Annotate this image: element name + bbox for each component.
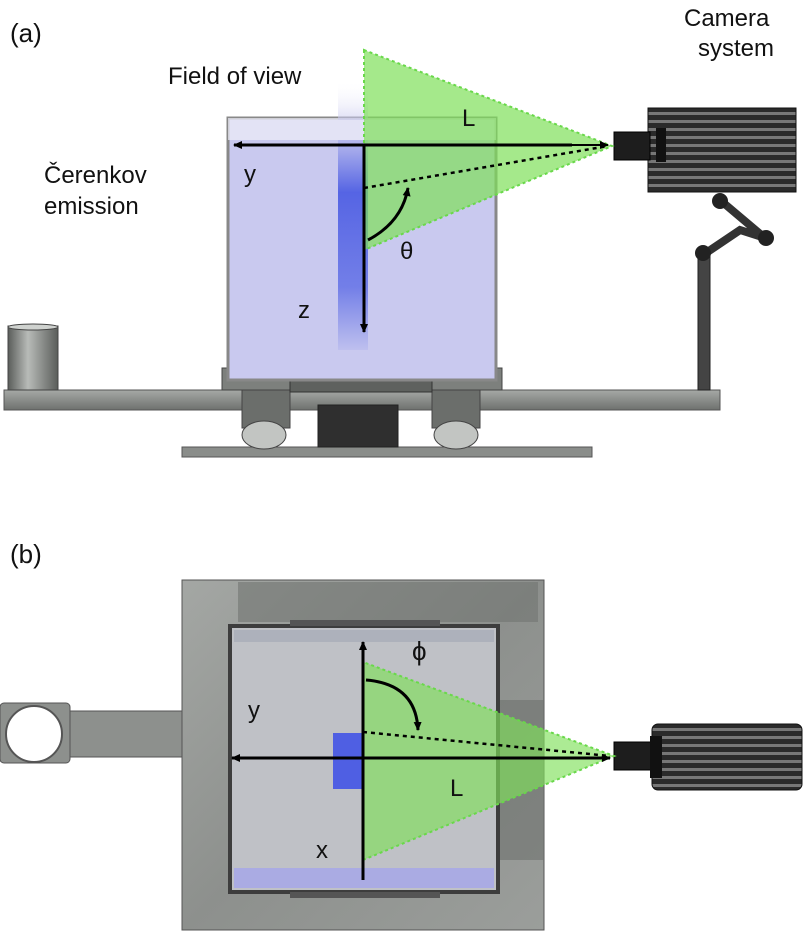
roller-left [241,420,287,450]
theta-arc [367,187,411,242]
camera-body [647,107,797,193]
roller-right [433,420,479,450]
panel-b: (b) ϕ y L x [0,539,803,931]
camera-body-top [651,723,803,791]
label-theta: θ [400,238,413,265]
label-y-a: y [244,161,256,188]
label-x-b: x [316,837,328,864]
fov-cone-top [363,662,614,860]
label-L-b: L [450,775,463,802]
camera-label-2: system [698,35,774,62]
panel-a: (a) Camera system Field of view Čerenkov… [3,5,797,458]
label-z-a: z [298,297,310,324]
optical-axis-b [362,730,611,758]
camera-lens [613,131,651,161]
panel-a-label: (a) [10,18,42,48]
bottom-plate [181,446,593,458]
optical-axis-a [363,144,609,190]
cerenkov-beam-top [333,733,363,789]
cylinder-top [7,323,59,331]
phi-arc [365,678,422,731]
camera-arm [699,196,768,259]
fov-cone [364,50,612,250]
label-L-a: L [462,105,475,132]
panel-b-label: (b) [10,539,42,569]
field-of-view-label: Field of view [168,63,302,90]
camera-lens-top [613,741,655,771]
camera-label-1: Camera [684,5,770,32]
center-block [317,404,399,448]
label-phi: ϕ [412,636,427,666]
emission-label-2: emission [44,193,139,220]
cylinder-top-view [5,705,63,763]
camera-stand [697,254,711,391]
label-y-b: y [248,697,260,724]
emission-label-1: Čerenkov [44,161,147,189]
cylinder-weight [7,325,59,391]
